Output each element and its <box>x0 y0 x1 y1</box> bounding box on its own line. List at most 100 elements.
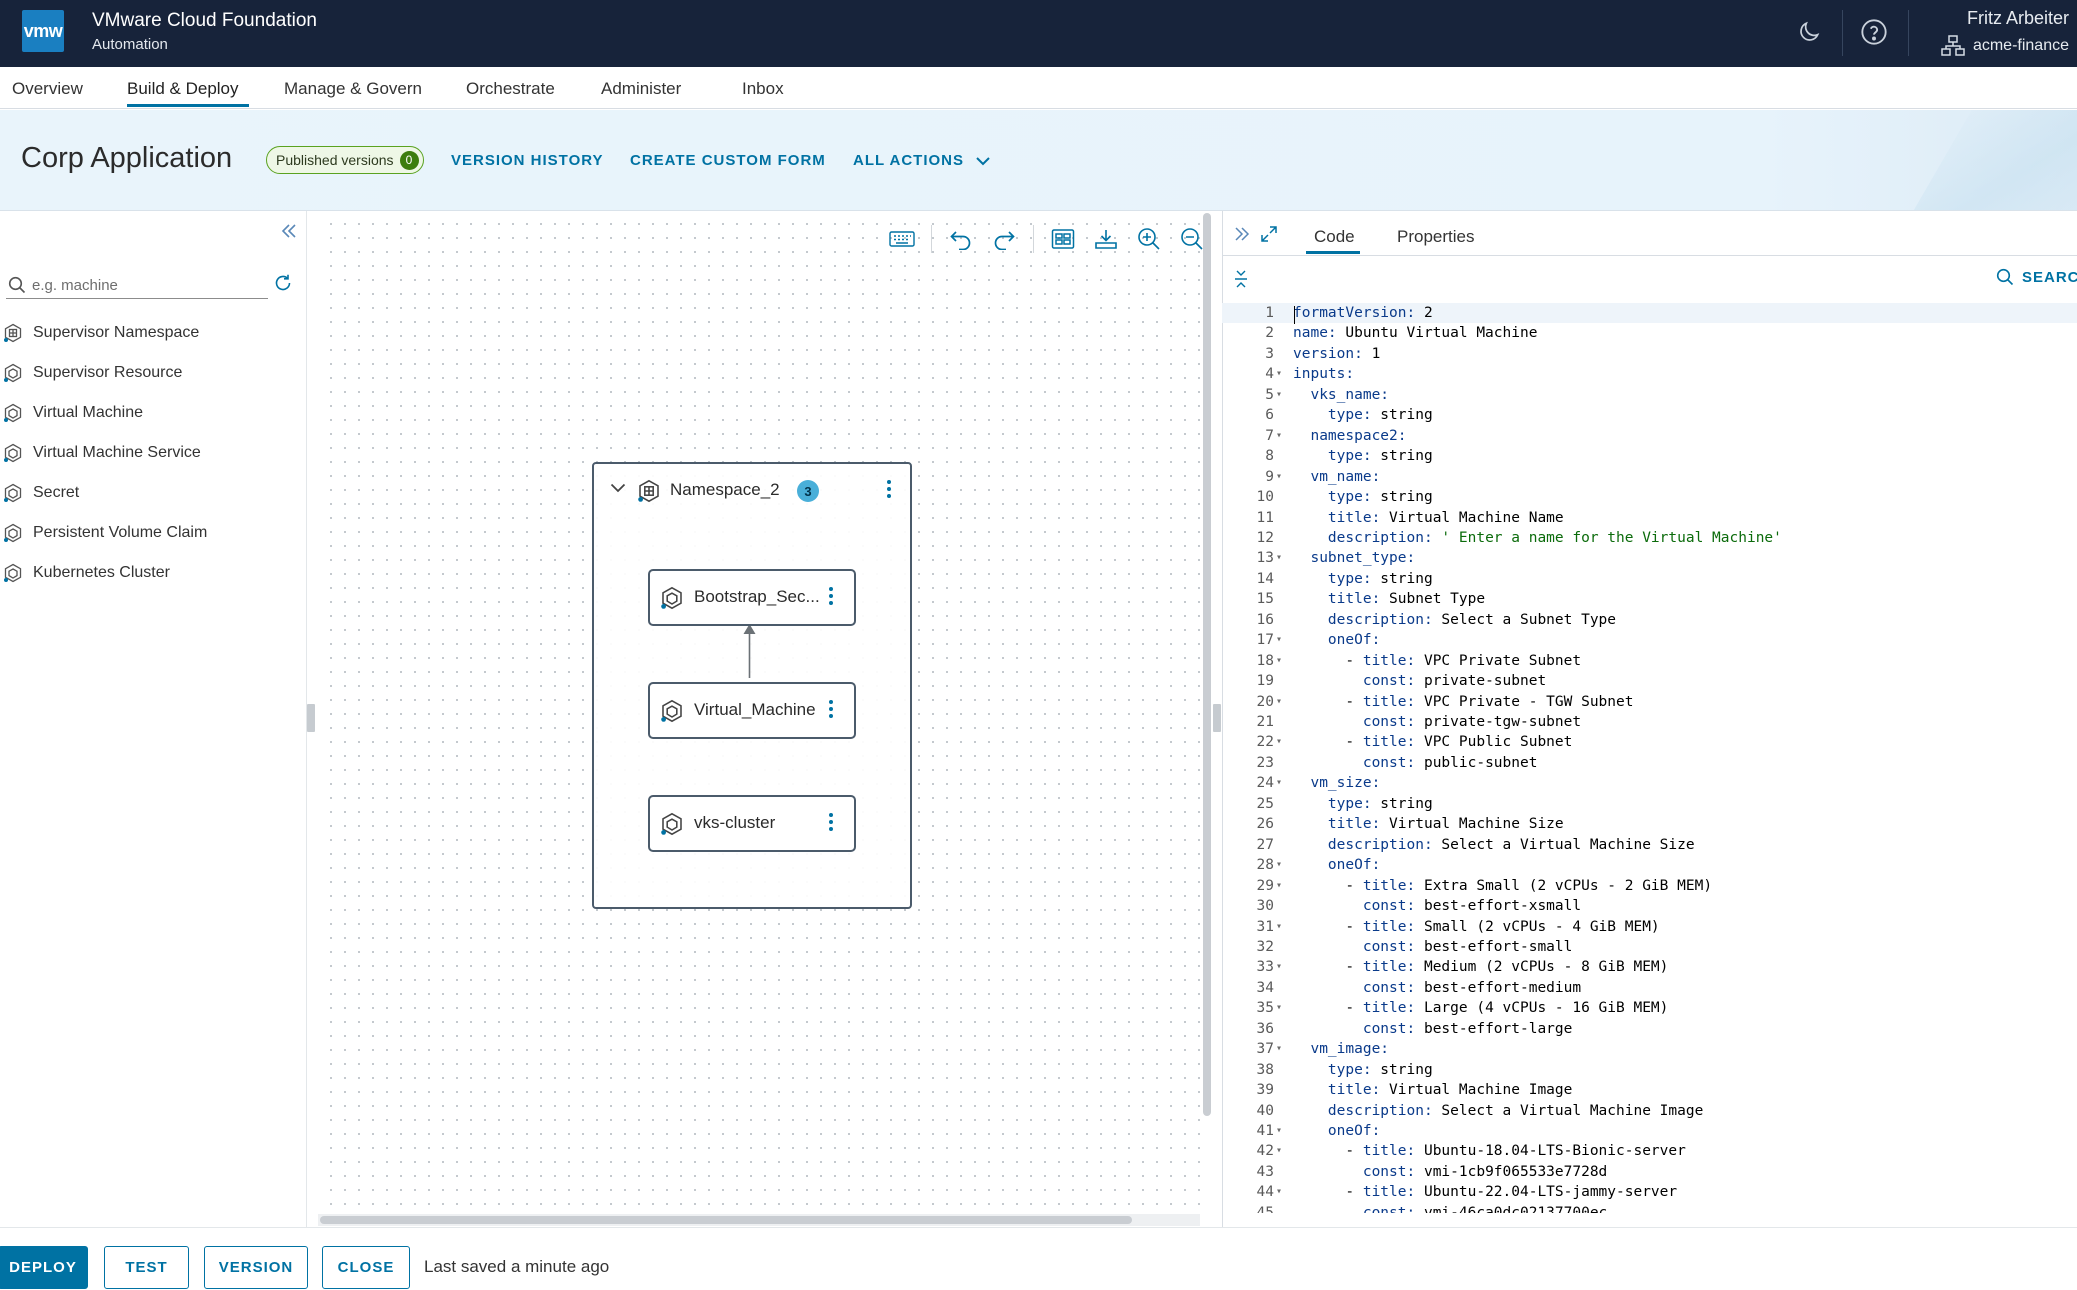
canvas-horizontal-scrollbar[interactable] <box>320 1216 1132 1224</box>
user-name[interactable]: Fritz Arbeiter <box>1967 8 2069 29</box>
nav-administer[interactable]: Administer <box>601 79 681 99</box>
code-line[interactable]: 45 const: vmi-46ca0dc02137700ec <box>1222 1203 2077 1213</box>
canvas-node-bootstrap-secret[interactable]: Bootstrap_Sec... <box>648 569 856 626</box>
fold-toggle-icon[interactable]: ▾ <box>1276 876 1282 896</box>
code-line[interactable]: 27 description: Select a Virtual Machine… <box>1222 835 2077 855</box>
expand-icon[interactable] <box>1260 225 1278 243</box>
code-line[interactable]: 7▾ namespace2: <box>1222 426 2077 446</box>
fold-toggle-icon[interactable]: ▾ <box>1276 855 1282 875</box>
code-line[interactable]: 10 type: string <box>1222 487 2077 507</box>
code-line[interactable]: 9▾ vm_name: <box>1222 467 2077 487</box>
fold-toggle-icon[interactable]: ▾ <box>1276 651 1282 671</box>
nav-overview[interactable]: Overview <box>12 79 83 99</box>
code-line[interactable]: 37▾ vm_image: <box>1222 1039 2077 1059</box>
chevron-down-icon[interactable] <box>610 482 626 494</box>
fold-toggle-icon[interactable]: ▾ <box>1276 773 1282 793</box>
dependency-arrow[interactable] <box>740 620 760 680</box>
yaml-code-editor[interactable]: 1formatVersion: 22name: Ubuntu Virtual M… <box>1222 303 2077 1213</box>
canvas-vertical-scrollbar[interactable] <box>1203 213 1211 1116</box>
version-button[interactable]: VERSION <box>204 1246 308 1289</box>
code-line[interactable]: 20▾ - title: VPC Private - TGW Subnet <box>1222 692 2077 712</box>
test-button[interactable]: TEST <box>104 1246 189 1289</box>
fold-toggle-icon[interactable]: ▾ <box>1276 364 1282 384</box>
code-line[interactable]: 25 type: string <box>1222 794 2077 814</box>
nav-orchestrate[interactable]: Orchestrate <box>466 79 555 99</box>
code-line[interactable]: 39 title: Virtual Machine Image <box>1222 1080 2077 1100</box>
code-line[interactable]: 19 const: private-subnet <box>1222 671 2077 691</box>
fold-toggle-icon[interactable]: ▾ <box>1276 548 1282 568</box>
keyboard-shortcuts-button[interactable] <box>888 225 916 253</box>
vmware-logo[interactable]: vmw <box>22 10 64 52</box>
palette-item-persistent-volume-claim[interactable]: Persistent Volume Claim <box>3 520 207 546</box>
canvas-node-virtual-machine[interactable]: Virtual_Machine <box>648 682 856 739</box>
code-line[interactable]: 23 const: public-subnet <box>1222 753 2077 773</box>
tab-code[interactable]: Code <box>1314 227 1355 247</box>
download-button[interactable] <box>1092 225 1120 253</box>
palette-item-supervisor-namespace[interactable]: Supervisor Namespace <box>3 320 199 346</box>
code-line[interactable]: 28▾ oneOf: <box>1222 855 2077 875</box>
fold-toggle-icon[interactable]: ▾ <box>1276 1141 1282 1161</box>
palette-item-secret[interactable]: Secret <box>3 480 79 506</box>
collapse-palette-button[interactable] <box>280 222 298 245</box>
code-line[interactable]: 32 const: best-effort-small <box>1222 937 2077 957</box>
collapse-all-icon[interactable] <box>1233 270 1249 288</box>
palette-item-virtual-machine[interactable]: Virtual Machine <box>3 400 143 426</box>
canvas-node-vks-cluster[interactable]: vks-cluster <box>648 795 856 852</box>
org-switcher[interactable]: acme-finance <box>1941 35 2069 57</box>
fold-toggle-icon[interactable]: ▾ <box>1276 732 1282 752</box>
code-line[interactable]: 3version: 1 <box>1222 344 2077 364</box>
code-line[interactable]: 41▾ oneOf: <box>1222 1121 2077 1141</box>
palette-search-input[interactable] <box>32 275 262 295</box>
code-line[interactable]: 26 title: Virtual Machine Size <box>1222 814 2077 834</box>
code-line[interactable]: 15 title: Subnet Type <box>1222 589 2077 609</box>
fold-toggle-icon[interactable]: ▾ <box>1276 692 1282 712</box>
code-line[interactable]: 42▾ - title: Ubuntu-18.04-LTS-Bionic-ser… <box>1222 1141 2077 1161</box>
code-line[interactable]: 40 description: Select a Virtual Machine… <box>1222 1101 2077 1121</box>
fold-toggle-icon[interactable]: ▾ <box>1276 426 1282 446</box>
fold-toggle-icon[interactable]: ▾ <box>1276 630 1282 650</box>
code-line[interactable]: 2name: Ubuntu Virtual Machine <box>1222 323 2077 343</box>
code-line[interactable]: 14 type: string <box>1222 569 2077 589</box>
code-panel-resize-handle[interactable] <box>1213 704 1221 732</box>
kebab-menu-icon[interactable] <box>828 698 834 720</box>
fold-toggle-icon[interactable]: ▾ <box>1276 467 1282 487</box>
code-line[interactable]: 36 const: best-effort-large <box>1222 1019 2077 1039</box>
code-line[interactable]: 6 type: string <box>1222 405 2077 425</box>
code-line[interactable]: 1formatVersion: 2 <box>1222 303 2077 323</box>
code-line[interactable]: 38 type: string <box>1222 1060 2077 1080</box>
code-line[interactable]: 33▾ - title: Medium (2 vCPUs - 8 GiB MEM… <box>1222 957 2077 977</box>
code-line[interactable]: 35▾ - title: Large (4 vCPUs - 16 GiB MEM… <box>1222 998 2077 1018</box>
code-line[interactable]: 16 description: Select a Subnet Type <box>1222 610 2077 630</box>
code-line[interactable]: 18▾ - title: VPC Private Subnet <box>1222 651 2077 671</box>
zoom-out-button[interactable] <box>1178 225 1206 253</box>
code-line[interactable]: 43 const: vmi-1cb9f065533e7728d <box>1222 1162 2077 1182</box>
help-button[interactable] <box>1858 16 1890 48</box>
code-line[interactable]: 8 type: string <box>1222 446 2077 466</box>
code-line[interactable]: 4▾inputs: <box>1222 364 2077 384</box>
dark-mode-button[interactable] <box>1793 16 1825 48</box>
version-history-link[interactable]: VERSION HISTORY <box>451 152 604 169</box>
tab-properties[interactable]: Properties <box>1397 227 1474 247</box>
refresh-button[interactable] <box>273 273 293 298</box>
code-line[interactable]: 30 const: best-effort-xsmall <box>1222 896 2077 916</box>
code-line[interactable]: 44▾ - title: Ubuntu-22.04-LTS-jammy-serv… <box>1222 1182 2077 1202</box>
create-custom-form-link[interactable]: CREATE CUSTOM FORM <box>630 152 826 169</box>
fold-toggle-icon[interactable]: ▾ <box>1276 385 1282 405</box>
code-line[interactable]: 31▾ - title: Small (2 vCPUs - 4 GiB MEM) <box>1222 917 2077 937</box>
code-line[interactable]: 34 const: best-effort-medium <box>1222 978 2077 998</box>
fold-toggle-icon[interactable]: ▾ <box>1276 1121 1282 1141</box>
code-line[interactable]: 24▾ vm_size: <box>1222 773 2077 793</box>
code-line[interactable]: 5▾ vks_name: <box>1222 385 2077 405</box>
fold-toggle-icon[interactable]: ▾ <box>1276 998 1282 1018</box>
fold-toggle-icon[interactable]: ▾ <box>1276 1039 1282 1059</box>
code-line[interactable]: 13▾ subnet_type: <box>1222 548 2077 568</box>
code-line[interactable]: 17▾ oneOf: <box>1222 630 2077 650</box>
redo-button[interactable] <box>990 225 1018 253</box>
nav-manage-govern[interactable]: Manage & Govern <box>284 79 422 99</box>
fold-toggle-icon[interactable]: ▾ <box>1276 917 1282 937</box>
code-line[interactable]: 22▾ - title: VPC Public Subnet <box>1222 732 2077 752</box>
kebab-menu-icon[interactable] <box>886 478 892 500</box>
all-actions-dropdown[interactable]: ALL ACTIONS <box>853 152 990 169</box>
layout-button[interactable] <box>1049 225 1077 253</box>
palette-item-kubernetes-cluster[interactable]: Kubernetes Cluster <box>3 560 170 586</box>
